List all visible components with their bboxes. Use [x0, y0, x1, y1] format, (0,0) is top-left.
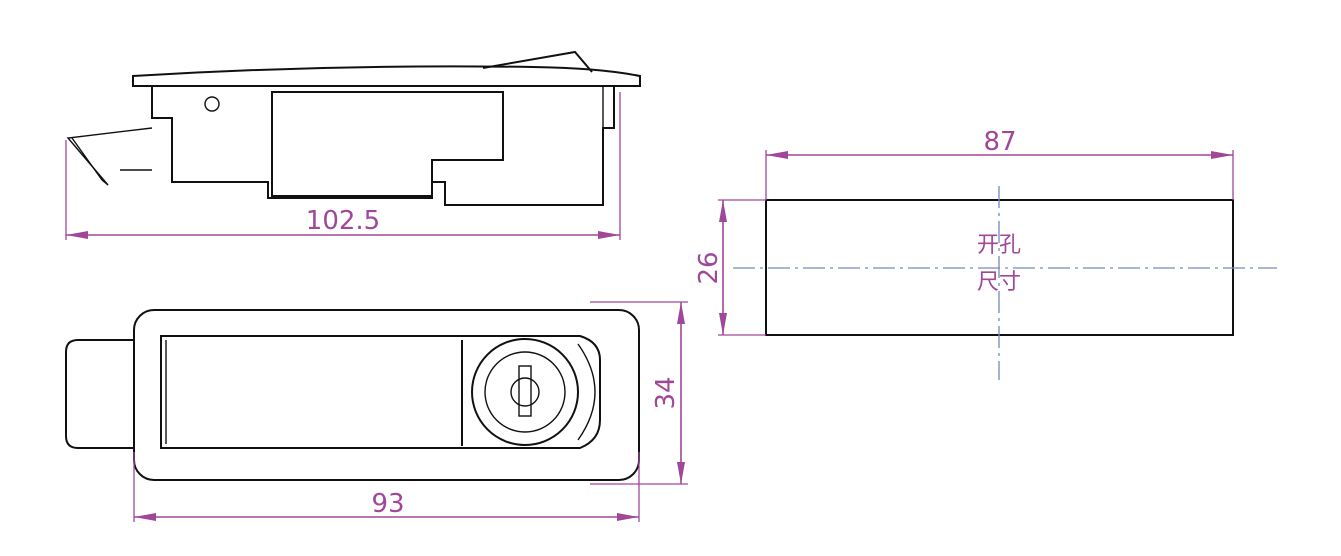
front-dim-label: 93: [371, 489, 404, 519]
cutout-width-arrow-right: [1211, 151, 1233, 159]
side-lever: [482, 50, 593, 73]
side-window: [271, 91, 504, 197]
side-view: 102.5: [65, 50, 641, 240]
front-height-arrow-bottom: [677, 462, 685, 484]
cutout-view: 87 26 开孔 尺寸: [694, 127, 1277, 380]
lock-outer-ring: [471, 338, 579, 446]
front-curve: [577, 343, 596, 441]
key-slot: [518, 365, 532, 417]
lock-inner-ring: [484, 351, 566, 433]
side-dim-label: 102.5: [306, 206, 380, 236]
side-tongue: [66, 127, 153, 186]
lock-core: [510, 377, 540, 407]
front-recess: [160, 335, 601, 449]
front-height-arrow-top: [677, 302, 685, 324]
front-dim-arrow-left: [134, 513, 156, 521]
front-body: [133, 309, 640, 481]
cutout-width-label: 87: [983, 127, 1016, 157]
side-body: [151, 86, 615, 206]
front-tab: [65, 339, 134, 449]
front-view: 93 34: [65, 301, 688, 522]
side-dim-arrow-right: [598, 231, 620, 239]
front-height-label: 34: [651, 376, 681, 409]
side-tongue-detail: [71, 137, 152, 186]
side-dim-arrow-left: [66, 231, 88, 239]
cutout-height-arrow-top: [719, 200, 727, 222]
front-dim-arrow-right: [617, 513, 639, 521]
side-hole: [204, 96, 220, 112]
cutout-height-arrow-bottom: [719, 313, 727, 335]
side-flange: [132, 65, 641, 87]
cutout-width-arrow-left: [766, 151, 788, 159]
cutout-note-line2: 尺寸: [977, 270, 1021, 295]
cutout-note-line1: 开孔: [977, 233, 1021, 258]
cutout-height-label: 26: [694, 251, 724, 284]
